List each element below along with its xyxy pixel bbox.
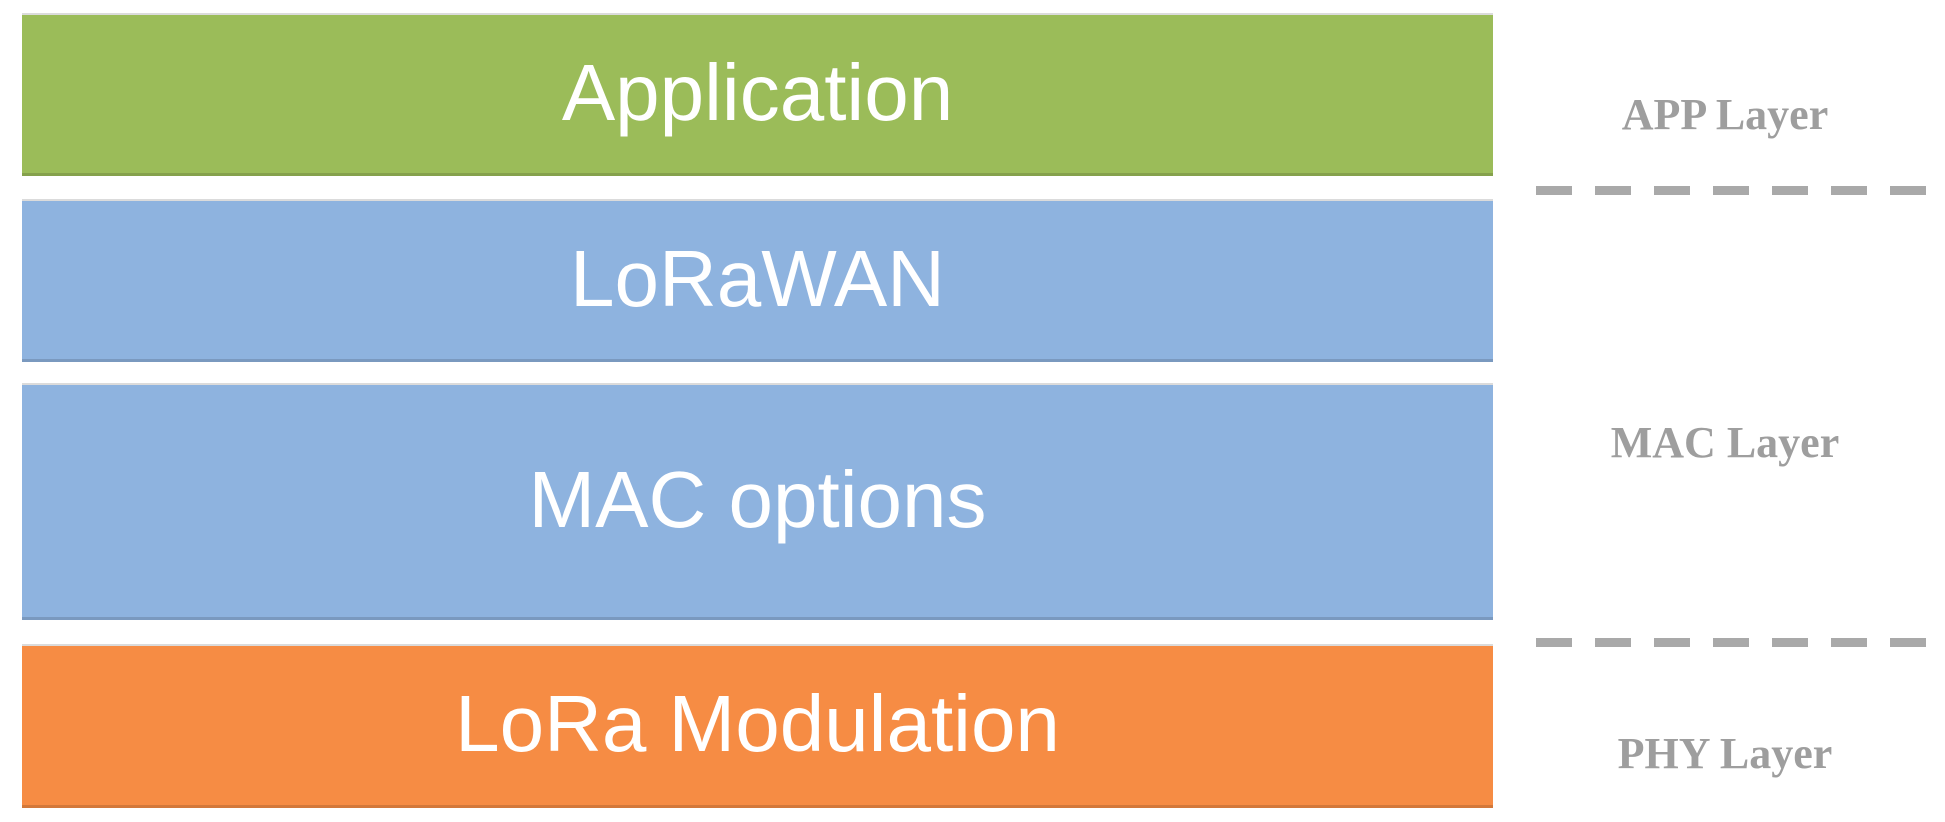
- layer-bar-mac-options-label: MAC options: [528, 454, 987, 544]
- layer-bar-application-label: Application: [561, 47, 954, 137]
- layer-bar-mac-options: MAC options: [22, 385, 1493, 620]
- layer-bar-lorawan: LoRaWAN: [22, 201, 1493, 362]
- app-mac-dashed-separator: [1536, 186, 1945, 195]
- phy-layer-label: PHY Layer: [1617, 729, 1833, 778]
- app-layer-label: APP Layer: [1621, 90, 1829, 139]
- layer-bar-lora-modulation: LoRa Modulation: [22, 646, 1493, 808]
- layer-bar-application: Application: [22, 15, 1493, 176]
- layer-bar-lora-modulation-label: LoRa Modulation: [455, 679, 1060, 768]
- mac-phy-dashed-separator: [1536, 638, 1945, 647]
- mac-layer-label: MAC Layer: [1610, 418, 1840, 467]
- layer-bar-lorawan-label: LoRaWAN: [570, 233, 945, 323]
